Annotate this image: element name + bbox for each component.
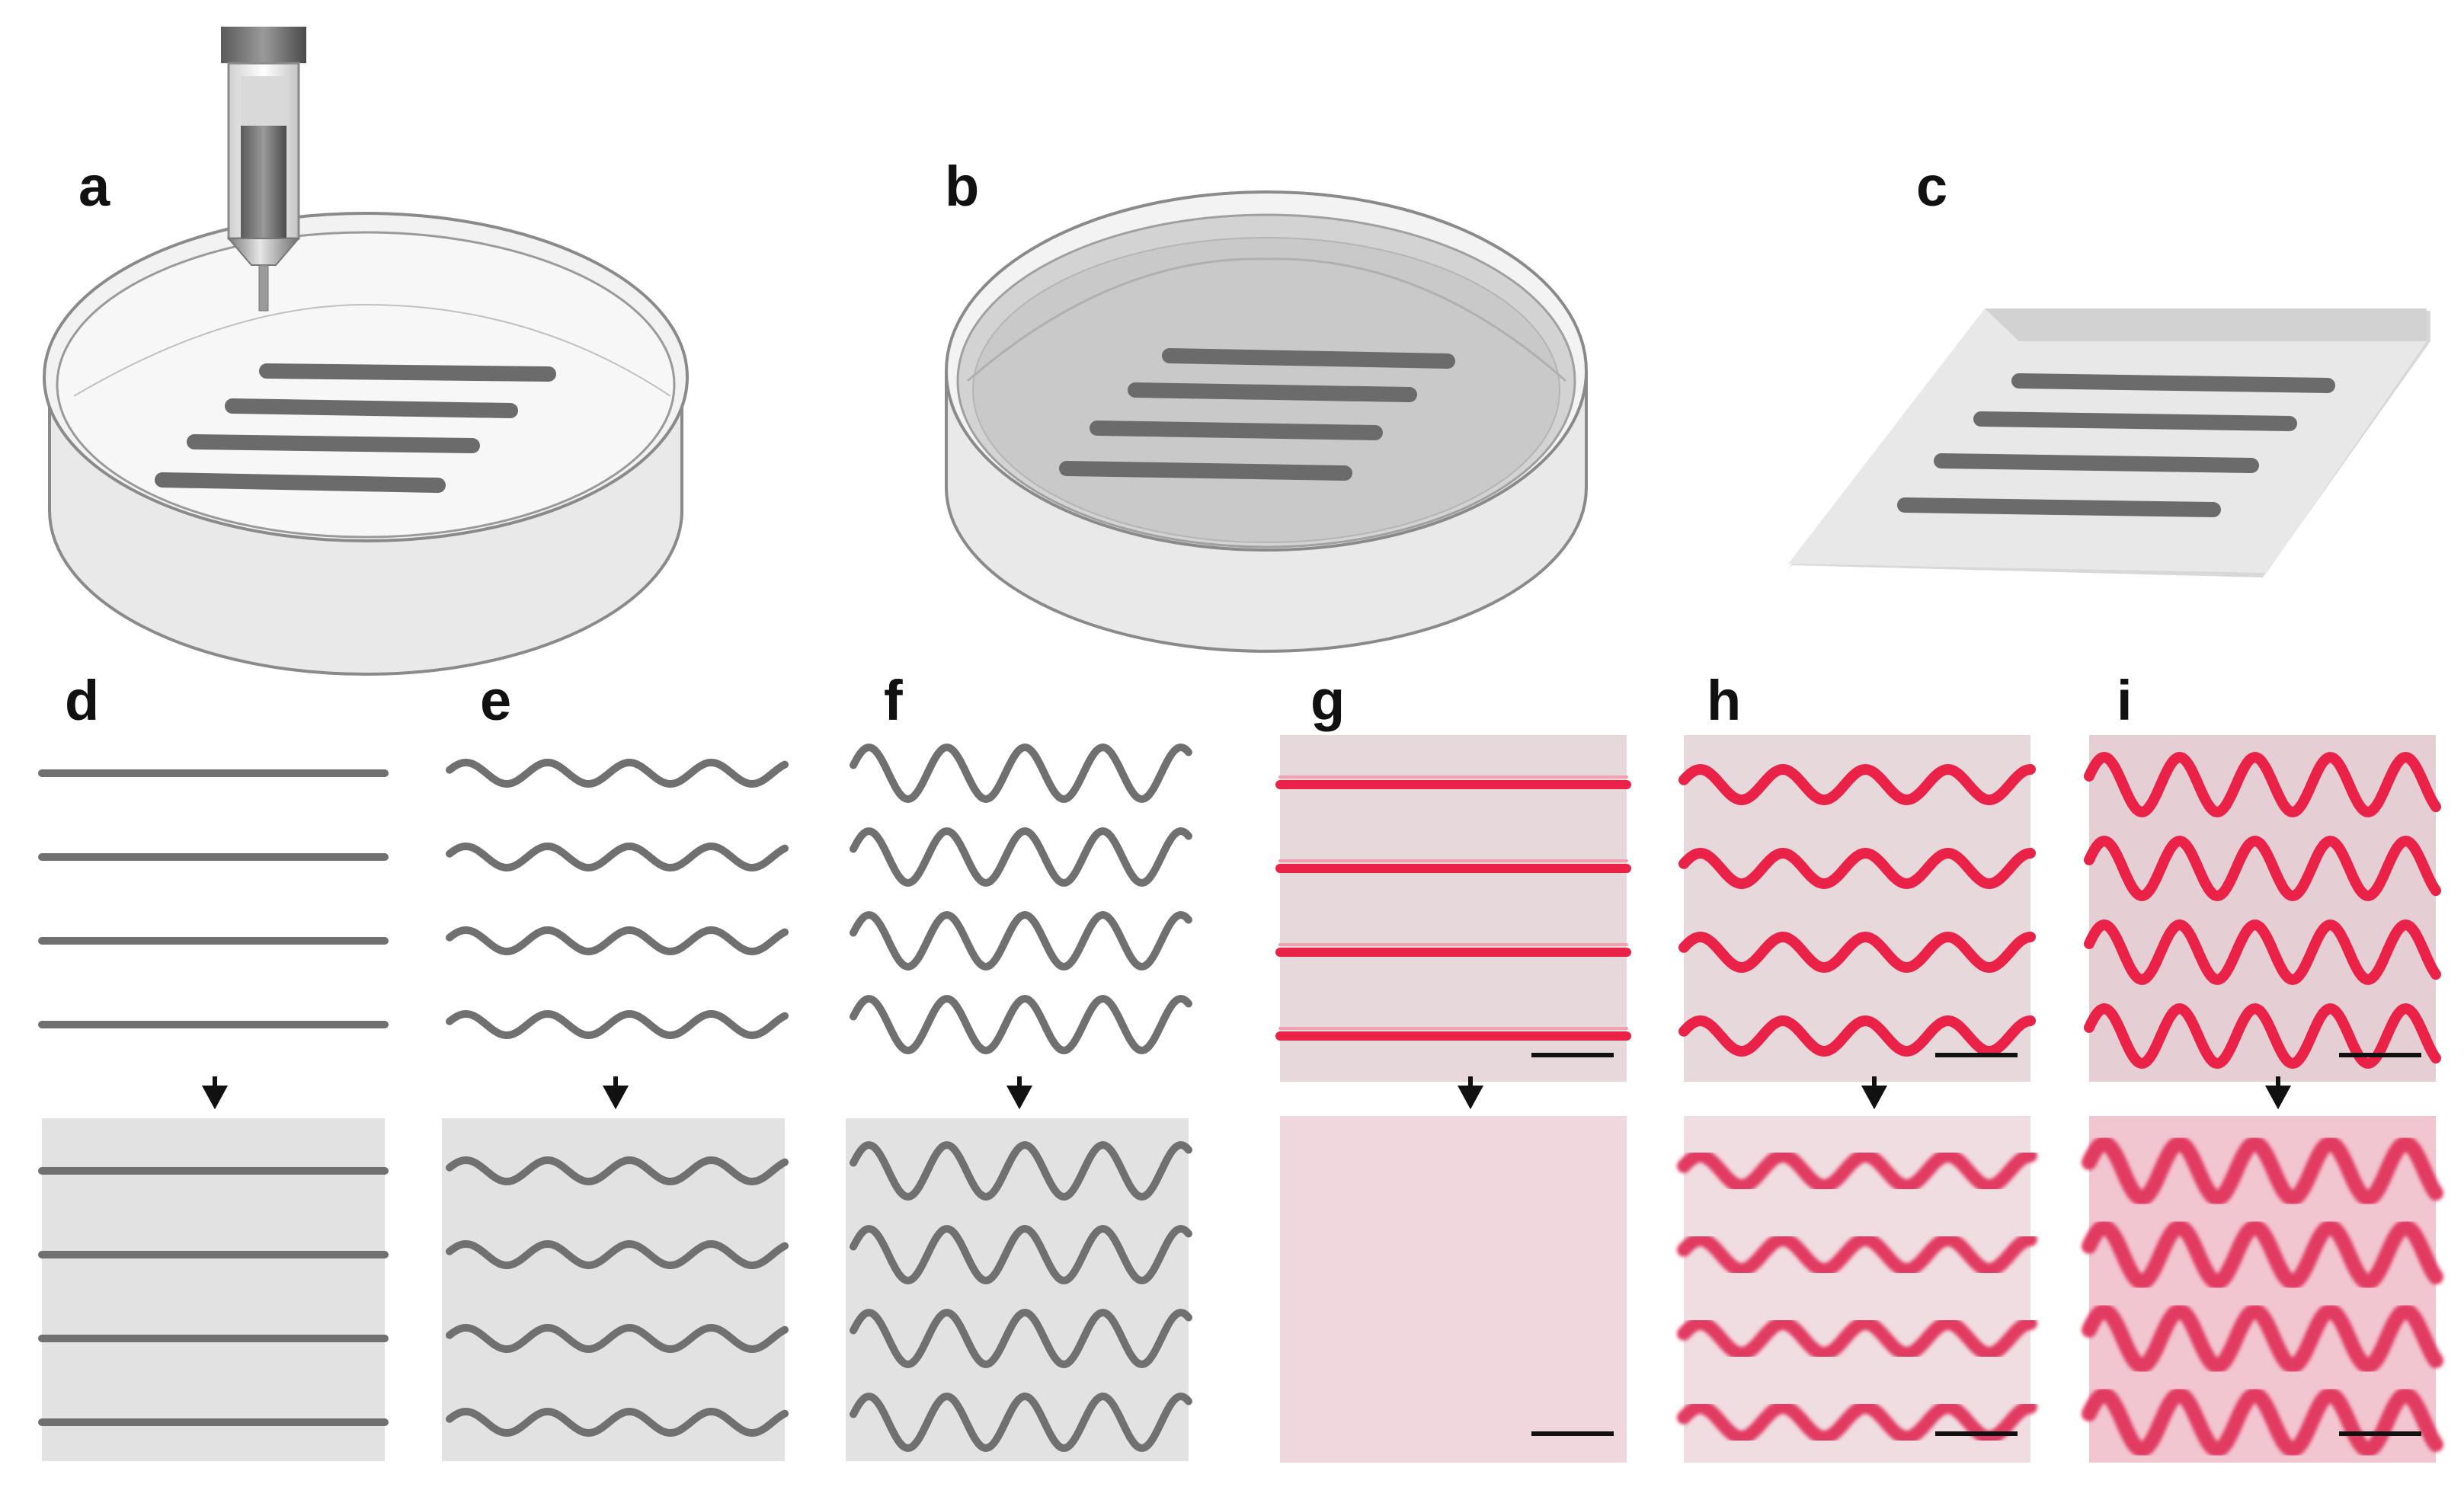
wavy-lines-low-amplitude	[446, 759, 789, 1039]
embedding-matrix-f	[846, 1118, 1189, 1461]
straight-lines-embedded	[38, 1167, 389, 1426]
wavy-line	[850, 1141, 1192, 1201]
embedded-filaments	[1897, 373, 2335, 517]
wavy-lines-high-amplitude-embedded	[850, 1141, 1192, 1452]
red-wavy-filament	[1678, 764, 2036, 805]
red-wavy-filament	[2084, 919, 2441, 985]
red-wavy-filaments-low	[1678, 764, 2036, 1057]
petri-dish-filled	[945, 190, 1588, 653]
wavy-line	[446, 1240, 789, 1269]
syringe-icon	[221, 27, 306, 312]
panel-b: b	[945, 155, 1588, 653]
panel-g: g	[1270, 669, 1637, 1463]
red-wavy-filament	[1678, 848, 2036, 889]
red-wavy-filament	[2082, 1220, 2443, 1290]
embedding-matrix-e	[442, 1118, 785, 1461]
wavy-line	[850, 827, 1192, 887]
red-wavy-filament	[1677, 1149, 2037, 1193]
wavy-line	[850, 1309, 1192, 1368]
down-arrow-icon	[1457, 1076, 1484, 1110]
red-wavy-filament	[1677, 1316, 2037, 1361]
red-wavy-filament	[2082, 1303, 2443, 1373]
wavy-line	[446, 759, 789, 788]
wavy-line	[850, 744, 1192, 803]
down-arrow-icon	[1861, 1076, 1888, 1110]
deposited-filaments	[155, 363, 556, 493]
panel-e: e	[442, 669, 789, 1461]
demolded-sheet-top	[1788, 309, 2427, 573]
red-wavy-filament	[2084, 836, 2441, 901]
red-straight-filaments	[1275, 775, 1631, 1041]
panel-label-g: g	[1310, 669, 1345, 732]
wavy-line	[446, 1156, 789, 1185]
wavy-line	[446, 1010, 789, 1039]
red-wavy-filament	[1678, 932, 2036, 973]
wavy-line	[850, 911, 1192, 971]
petri-dish-empty	[43, 212, 689, 676]
down-arrow-icon	[2264, 1076, 2292, 1110]
panel-label-e: e	[480, 669, 511, 732]
red-wavy-filaments-high	[2084, 752, 2441, 1069]
wavy-line	[446, 926, 789, 955]
red-wavy-filaments-high-embedded	[2082, 1136, 2443, 1457]
down-arrow-icon	[201, 1076, 229, 1110]
wavy-line	[850, 995, 1192, 1054]
red-wavy-filament	[2082, 1136, 2443, 1206]
panel-a: a	[43, 27, 689, 676]
panel-label-h: h	[1707, 669, 1741, 732]
wavy-lines-high-amplitude	[850, 744, 1192, 1054]
wavy-line	[446, 1324, 789, 1353]
red-wavy-filament	[2082, 1387, 2443, 1457]
down-arrow-icon	[1006, 1076, 1033, 1110]
panel-c: c	[1788, 155, 2430, 577]
panel-label-b: b	[945, 155, 979, 218]
panel-f: f	[846, 669, 1192, 1461]
wavy-line	[850, 1393, 1192, 1452]
panel-label-c: c	[1916, 155, 1947, 218]
panel-h: h	[1677, 669, 2037, 1463]
panel-d: d	[38, 669, 389, 1461]
down-arrow-icon	[602, 1076, 629, 1110]
panel-label-d: d	[65, 669, 99, 732]
panel-label-i: i	[2117, 669, 2133, 732]
embedding-matrix-d	[42, 1118, 385, 1461]
wavy-line	[446, 843, 789, 871]
immersed-filaments	[1059, 348, 1455, 481]
red-straight-filaments-embedded	[1270, 1161, 1637, 1432]
panel-label-f: f	[884, 669, 903, 732]
straight-lines	[38, 769, 389, 1028]
red-wavy-filament	[1677, 1233, 2037, 1277]
red-wavy-filament	[1677, 1400, 2037, 1444]
red-wavy-filament	[1678, 1015, 2036, 1057]
panel-i: i	[2082, 669, 2443, 1463]
wavy-lines-low-amplitude-embedded	[446, 1156, 789, 1437]
wavy-line	[446, 1408, 789, 1437]
wavy-line	[850, 1225, 1192, 1284]
photo-g-printed	[1280, 735, 1627, 1082]
red-wavy-filament	[2084, 752, 2441, 817]
panel-label-a: a	[78, 155, 110, 218]
red-wavy-filaments-low-embedded	[1677, 1149, 2037, 1444]
